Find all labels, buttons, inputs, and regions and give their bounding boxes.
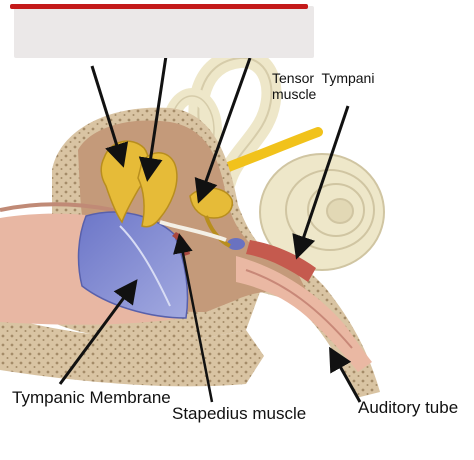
answer-blank-box: [14, 6, 314, 58]
label-tympanic-membrane: Tympanic Membrane: [12, 388, 171, 407]
arrow-icon: [292, 105, 350, 260]
label-stapedius-muscle: Stapedius muscle: [172, 404, 307, 423]
label-tensor-tympani-line2: muscle: [272, 86, 317, 103]
oval-window: [227, 238, 245, 250]
arrow-icon: [194, 57, 252, 204]
label-tensor-tympani-line1: Tensor Tympani: [272, 70, 375, 86]
arrow-icon: [138, 55, 168, 182]
tensor-tympani-muscle: [246, 240, 316, 282]
answer-blank-bar: [10, 4, 308, 9]
arrow-icon: [173, 233, 214, 403]
label-auditory-tube: Auditory tube: [358, 398, 459, 417]
arrow-icon: [58, 279, 138, 385]
arrow-icon: [329, 346, 362, 403]
arrow-icon: [90, 65, 129, 168]
label-tensor-tympani: Tensor Tympani muscle: [272, 70, 374, 102]
auditory-tube: [236, 256, 372, 372]
cochlea: [259, 153, 385, 271]
